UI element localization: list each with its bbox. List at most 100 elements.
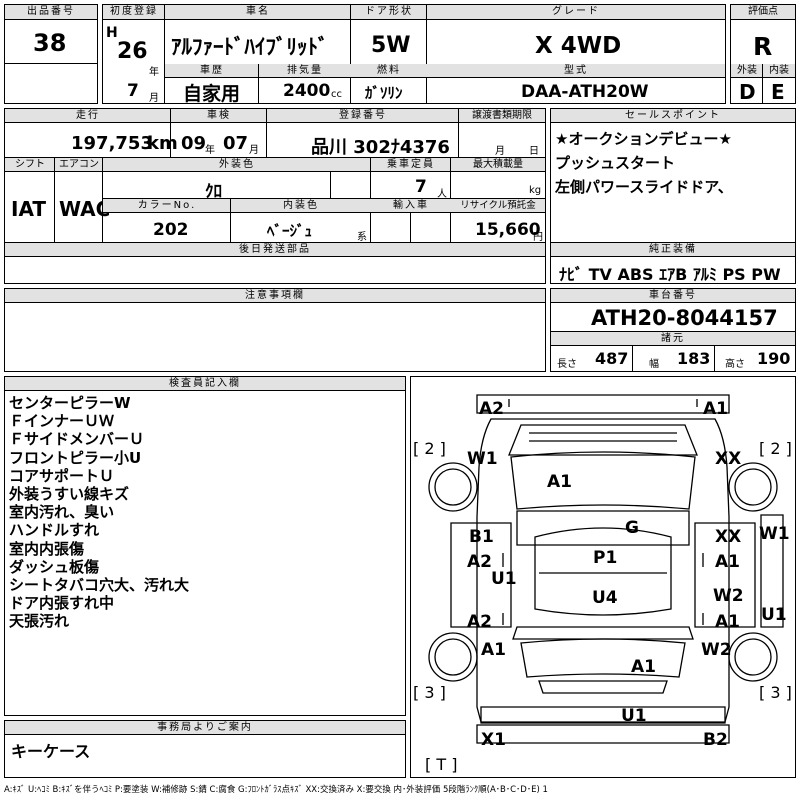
mileage: 197,753 <box>71 133 153 154</box>
equip-label: 純正装備 <box>551 243 795 257</box>
exterior-score: D <box>739 80 756 104</box>
plate-label: 登録番号 <box>267 109 459 123</box>
legend: A:ｷｽﾞ U:ﾍｺﾐ B:ｷｽﾞを伴うﾍｺﾐ P:要塗装 W:補修跡 S:錆 … <box>4 785 548 795</box>
damage-mark: A1 <box>715 612 740 632</box>
sales-line: 左側パワースライドドア、 <box>555 178 733 196</box>
door-label: ドア形状 <box>351 5 427 20</box>
ac-label: エアコン <box>55 158 103 172</box>
damage-mark: A1 <box>631 657 656 677</box>
displacement-label: 排気量 <box>259 64 351 78</box>
shift: IAT <box>11 197 47 221</box>
capacity-label: 乗車定員 <box>371 158 451 172</box>
equipment: ﾅﾋﾞ TV ABS ｴｱB ｱﾙﾐ PS PW <box>559 265 781 284</box>
color-number: 202 <box>153 220 189 240</box>
colorno-label: カラーNo. <box>103 199 231 213</box>
area-bracket: [ 3 ] <box>759 683 792 702</box>
inspector-line: ダッシュ板傷 <box>9 557 100 576</box>
office-note: キーケース <box>11 742 91 761</box>
damage-mark: U1 <box>761 605 787 625</box>
sales-label: セールスポイント <box>551 109 795 123</box>
damage-mark: A2 <box>479 399 504 419</box>
chassis-number: ATH20-8044157 <box>591 306 778 330</box>
damage-mark: X1 <box>481 730 506 750</box>
mileage-label: 走行 <box>5 109 171 123</box>
lot-box: 出品番号 38 <box>4 4 98 104</box>
width: 183 <box>677 349 711 368</box>
inspector-line: 室内内張傷 <box>9 539 85 558</box>
damage-mark: G <box>625 518 639 538</box>
inspector-notes: センターピラーW ＦインナーＵＷ ＦサイドメンバーＵ フロントピラー小U コアサ… <box>9 394 189 631</box>
insp-month-unit: 月 <box>249 145 259 156</box>
inspection-label: 車検 <box>171 109 267 123</box>
height-label: 高さ <box>725 359 745 370</box>
model-label: 型式 <box>427 64 725 78</box>
damage-mark: A1 <box>481 640 506 660</box>
insp-month: 07 <box>223 133 249 154</box>
chassis-box: 車台番号 ATH20-8044157 諸元 長さ 487 幅 183 高さ 19… <box>550 288 796 372</box>
plate-number: 品川 302ﾅ4376 <box>311 137 450 158</box>
chassis-label: 車台番号 <box>551 289 795 303</box>
color-label: 外装色 <box>103 158 371 172</box>
damage-mark: U4 <box>592 588 618 608</box>
transfer-label: 譲渡書類期限 <box>459 109 545 123</box>
area-bracket: [ 2 ] <box>413 439 446 458</box>
length-label: 長さ <box>557 359 577 370</box>
interior-color: ﾍﾞｰｼﾞｭ <box>267 222 313 240</box>
damage-mark: W1 <box>467 449 498 469</box>
intcolor-unit: 系 <box>357 232 367 243</box>
damage-mark: XX <box>715 527 742 547</box>
model: DAA-ATH20W <box>521 82 649 102</box>
inspector-box: 検査員記入欄 センターピラーW ＦインナーＵＷ ＦサイドメンバーＵ フロントピラ… <box>4 376 406 716</box>
damage-mark: W2 <box>701 640 732 660</box>
damage-mark: A1 <box>547 472 572 492</box>
basic-info-box: 初度登録 車名 ドア形状 グレード H 26 年 ｱﾙﾌｧｰﾄﾞﾊｲﾌﾞﾘｯﾄﾞ… <box>102 4 726 105</box>
inspector-line: ＦインナーＵＷ <box>9 412 115 431</box>
inspector-line: ハンドルすれ <box>9 521 100 540</box>
load-label: 最大積載量 <box>451 158 545 172</box>
era: H <box>106 25 118 41</box>
inspector-line: ＦサイドメンバーＵ <box>9 430 145 449</box>
first-reg-label: 初度登録 <box>103 5 165 20</box>
mileage-unit: km <box>147 133 178 154</box>
inspector-label: 検査員記入欄 <box>5 377 405 391</box>
capacity: 7 <box>415 177 427 197</box>
capacity-unit: 人 <box>437 189 447 200</box>
damage-mark: W1 <box>759 524 790 544</box>
fuel-label: 燃料 <box>351 64 427 78</box>
score-label: 評価点 <box>731 5 795 20</box>
damage-mark: XX <box>715 449 742 469</box>
damage-mark: U1 <box>491 569 517 589</box>
delivery-label: 後日発送部品 <box>5 243 545 257</box>
damage-mark: A2 <box>467 612 492 632</box>
inspector-line: 室内汚れ、臭い <box>9 503 115 522</box>
car-outline <box>428 394 784 744</box>
sales-point-box: セールスポイント ★オークションデビュー★ プッシュスタート 左側パワースライド… <box>550 108 796 284</box>
notes-box: 注意事項欄 <box>4 288 546 372</box>
lot-label: 出品番号 <box>5 5 97 20</box>
grade-label: グレード <box>427 5 725 20</box>
damage-mark: W2 <box>713 586 744 606</box>
sales-line: ★オークションデビュー★ <box>555 130 732 148</box>
damage-mark: B2 <box>703 730 728 750</box>
area-bracket: [ 2 ] <box>759 439 792 458</box>
load-unit: kg <box>529 185 542 196</box>
damage-mark: P1 <box>593 548 618 568</box>
detail-box: 走行 車検 登録番号 譲渡書類期限 197,753 km 09 年 07 月 品… <box>4 108 546 284</box>
interior-label: 内装 <box>763 64 795 78</box>
length: 487 <box>595 349 629 368</box>
lot-number: 38 <box>33 29 67 57</box>
car-history: 自家用 <box>183 83 241 105</box>
car-diagram-box: A2 A1 [ 2 ] [ 2 ] W1 XX A1 G B1 XX W1 A2… <box>410 376 796 778</box>
shift-label: シフト <box>5 158 55 172</box>
insp-year-unit: 年 <box>205 145 215 156</box>
width-label: 幅 <box>649 359 659 370</box>
height: 190 <box>757 349 791 368</box>
office-box: 事務局よりご案内 キーケース <box>4 720 406 778</box>
damage-mark: A1 <box>715 552 740 572</box>
reg-month: 7 <box>127 81 139 101</box>
sales-line: プッシュスタート <box>555 154 676 172</box>
inspector-line: コアサポートＵ <box>9 466 115 485</box>
history-label: 車歴 <box>165 64 259 78</box>
office-label: 事務局よりご案内 <box>5 721 405 735</box>
inspector-line: センターピラーW <box>9 394 131 412</box>
